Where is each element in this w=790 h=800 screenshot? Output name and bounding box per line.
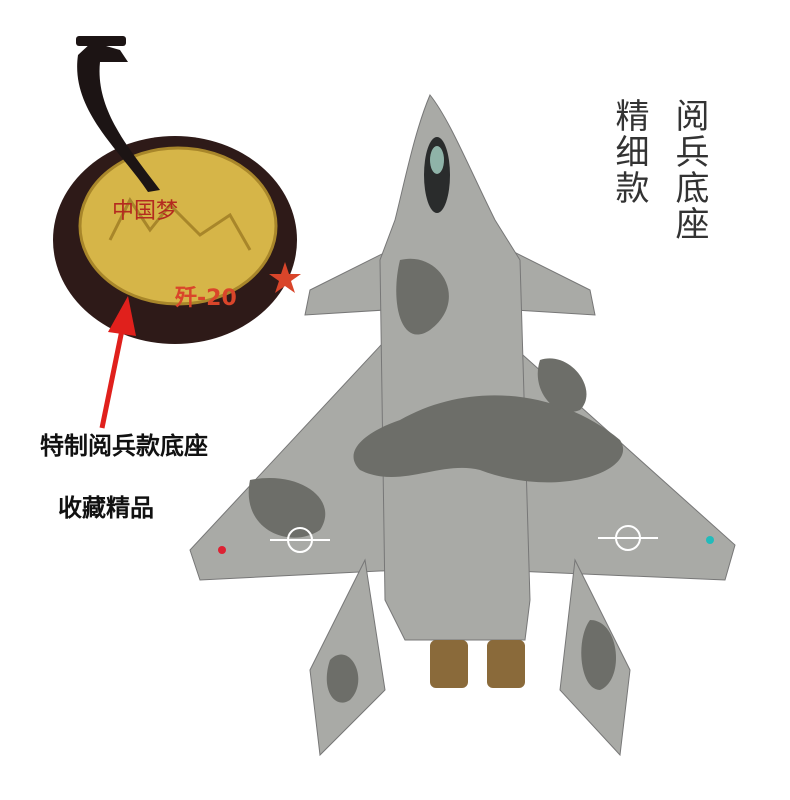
wingtip-light-left-icon [218, 546, 226, 554]
headline-parade-base: 阅兵底座 [669, 98, 709, 242]
engine-nozzle-left [430, 640, 468, 688]
caption-collectible: 收藏精品 [58, 494, 154, 522]
stand-arm [77, 42, 160, 192]
jet-model [189, 94, 736, 757]
display-stand: 中国梦 歼-20 [53, 36, 301, 344]
fuselage [379, 94, 531, 641]
headline-fine-edition: 精细款 [609, 98, 649, 206]
wingtip-light-right-icon [706, 536, 714, 544]
star-emblem-icon [269, 262, 301, 293]
roundel-left-icon [270, 527, 330, 553]
svg-text:歼-20: 歼-20 [174, 286, 237, 311]
engine-nozzle-right [487, 640, 525, 688]
left-canard [304, 249, 391, 316]
stand-gold-medallion [80, 148, 276, 304]
right-canard [509, 249, 596, 316]
red-arrow-icon [99, 296, 136, 429]
svg-text:中国梦: 中国梦 [112, 199, 178, 224]
caption-special-base: 特制阅兵款底座 [40, 432, 208, 460]
roundel-right-icon [598, 525, 658, 551]
